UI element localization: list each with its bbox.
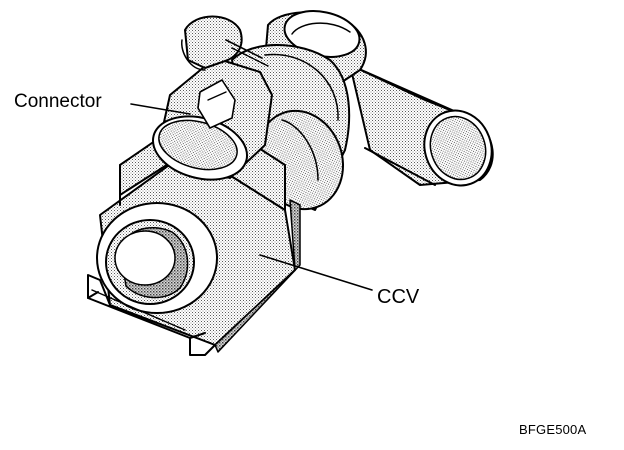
electrical-connector <box>151 15 273 181</box>
ccv-label: CCV <box>377 286 420 308</box>
outlet-pipe <box>349 64 494 187</box>
connector-label: Connector <box>14 91 102 112</box>
leader-line-connector <box>130 103 191 115</box>
coil-cap <box>96 202 218 314</box>
figure-code: BFGE500A <box>519 422 587 437</box>
leader-line-ccv <box>259 254 373 291</box>
mounting-bracket <box>87 274 216 356</box>
